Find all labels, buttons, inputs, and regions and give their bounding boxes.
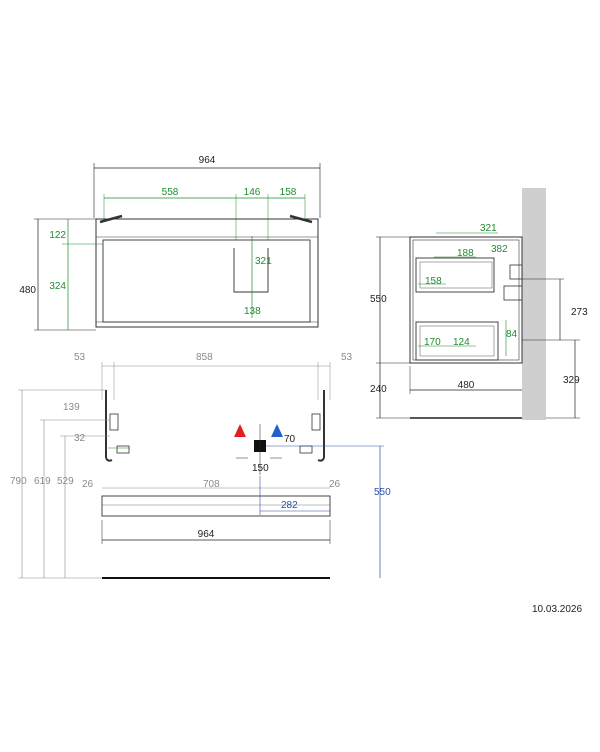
side-floor-height-label: 240 [370, 384, 387, 395]
side-lower-drawer-b-label: 124 [453, 337, 470, 348]
drawing-date: 10.03.2026 [532, 604, 583, 615]
side-top-drawer-back-label: 382 [491, 244, 508, 255]
front-height-label: 480 [19, 285, 36, 296]
front-cutout-depth-label: 321 [255, 256, 272, 267]
side-height-label: 550 [370, 294, 387, 305]
side-mount-height-label: 273 [571, 307, 588, 318]
side-top-drawer-front-label: 158 [425, 276, 442, 287]
front-drawer-height-label: 324 [49, 281, 66, 292]
plan-left-margin-label: 53 [74, 352, 86, 363]
side-inner-depth-label: 321 [480, 223, 497, 234]
front-width-label: 964 [199, 155, 216, 166]
front-cutout-width-label: 146 [244, 187, 261, 198]
plan-drain-offset-label: 282 [281, 500, 298, 511]
plan-dim-529-label: 529 [57, 476, 74, 487]
plan-dim-619-label: 619 [34, 476, 51, 487]
front-view: 964 558 146 158 480 122 324 321 1 [19, 155, 321, 331]
plan-offset-26-left-label: 26 [82, 479, 94, 490]
plan-water-offset-label: 70 [284, 434, 296, 445]
cold-water-icon [271, 424, 283, 437]
plan-bracket-span-label: 858 [196, 352, 213, 363]
side-top-drawer-depth-label: 188 [457, 248, 474, 259]
plan-overall-width-label: 964 [198, 529, 215, 540]
plan-span-708-label: 708 [203, 479, 220, 490]
side-lower-drawer-a-label: 170 [424, 337, 441, 348]
side-depth-label: 480 [458, 380, 475, 391]
plan-drain-height-label: 550 [374, 487, 391, 498]
plan-offset-26-right-label: 26 [329, 479, 341, 490]
plan-offset-32-label: 32 [74, 433, 86, 444]
front-inner-width-label: 558 [162, 187, 179, 198]
plan-view: 53 858 53 70 150 139 32 790 619 529 [10, 352, 391, 579]
hot-water-icon [234, 424, 246, 437]
side-view: 321 188 382 158 84 170 124 550 240 480 2… [370, 188, 588, 420]
front-right-width-label: 158 [280, 187, 297, 198]
plan-drain-width-label: 150 [252, 463, 269, 474]
plan-dim-790-label: 790 [10, 476, 27, 487]
front-cutout-bottom-label: 138 [244, 306, 261, 317]
front-top-gap-label: 122 [49, 230, 66, 241]
side-wall-height-label: 329 [563, 375, 580, 386]
side-bottom-gap-label: 84 [506, 329, 518, 340]
plan-right-margin-label: 53 [341, 352, 353, 363]
plan-offset-139-label: 139 [63, 402, 80, 413]
